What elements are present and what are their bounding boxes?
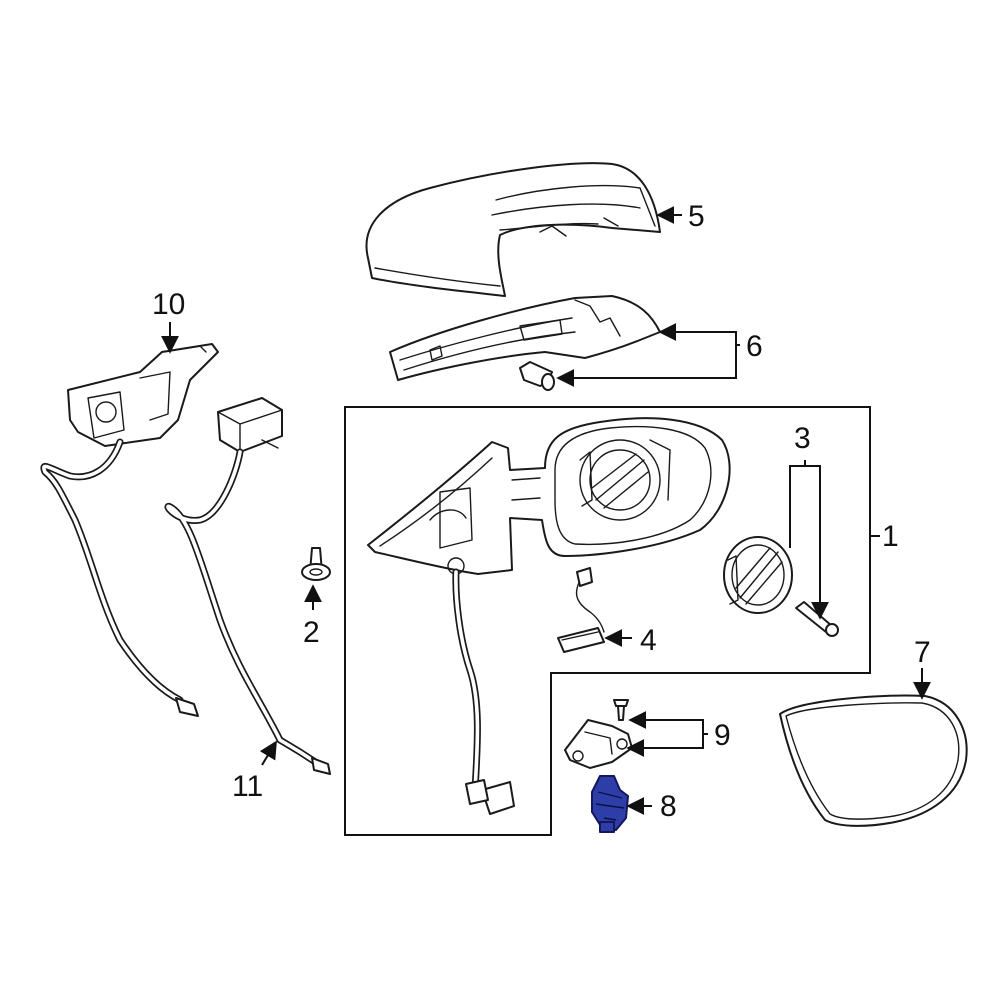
leader-11 — [259, 740, 277, 766]
part-11-module[interactable] — [217, 397, 283, 453]
part-9-bracket[interactable] — [564, 719, 633, 769]
part-4-connector[interactable] — [557, 567, 605, 653]
part-10-control-module[interactable] — [67, 343, 219, 447]
leader-9 — [628, 711, 708, 735]
leader-6 — [658, 323, 740, 346]
part-5-mirror-cover[interactable] — [365, 162, 661, 297]
callout-6: 6 — [746, 330, 763, 363]
part-1-harness — [452, 568, 515, 815]
part-2-bolt[interactable] — [301, 547, 331, 581]
callout-10: 10 — [152, 288, 185, 321]
callout-3: 3 — [794, 422, 811, 455]
part-3-glass-actuator[interactable] — [723, 536, 793, 614]
callout-5: 5 — [688, 200, 705, 233]
part-10-harness — [40, 438, 199, 717]
part-7-mirror-glass[interactable] — [779, 694, 968, 827]
callout-8: 8 — [660, 790, 677, 823]
part-3-screw[interactable] — [795, 601, 839, 637]
leader-3 — [789, 465, 829, 620]
callout-1: 1 — [882, 520, 899, 553]
assembly-box — [344, 406, 871, 836]
callout-7: 7 — [914, 636, 931, 669]
callout-11: 11 — [232, 770, 263, 803]
part-6-screw[interactable] — [519, 361, 555, 391]
part-8-sensor[interactable] — [591, 775, 629, 833]
callout-2: 2 — [303, 616, 320, 649]
leader-6b — [556, 345, 737, 387]
leader-9b — [626, 734, 704, 757]
part-11-harness — [164, 448, 331, 775]
callout-4: 4 — [640, 624, 657, 657]
callout-9: 9 — [714, 719, 731, 752]
part-1-mirror-assembly[interactable] — [367, 417, 731, 575]
part-9-screw[interactable] — [613, 699, 629, 721]
